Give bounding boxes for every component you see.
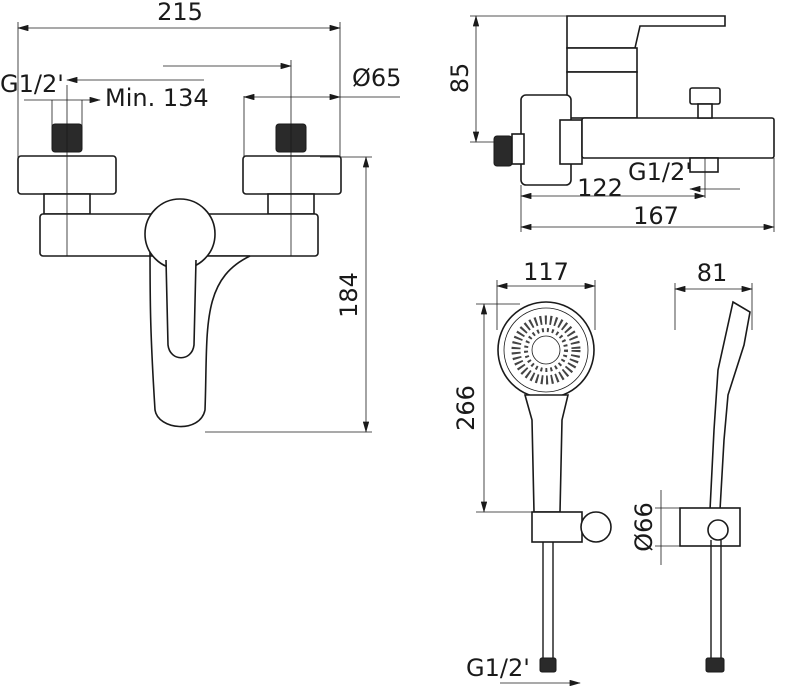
- diverter-button: [689, 87, 721, 105]
- side-width-label: 81: [697, 259, 728, 287]
- hand-shower-front: 117 266 G1/2': [452, 258, 612, 687]
- outlet-depth-label: 122: [577, 174, 623, 202]
- side-view: 85 G1/2' 122 167: [446, 15, 775, 232]
- side-lever: [566, 15, 726, 49]
- min-centers-label: Min. 134: [105, 84, 209, 112]
- side-body: [581, 117, 775, 159]
- front-view: 215 G1/2' Min. 134 Ø65 184: [0, 0, 401, 433]
- side-height-label: 85: [446, 63, 474, 94]
- shower-handle: [523, 394, 570, 513]
- shower-side-profile: [709, 300, 751, 511]
- hand-shower-side: 81 Ø66: [630, 259, 753, 673]
- side-thread-label: G1/2': [628, 158, 692, 186]
- head-width-label: 117: [523, 258, 569, 286]
- front-thread-label: G1/2': [0, 70, 64, 98]
- length-label: 266: [452, 385, 480, 431]
- right-escutcheon: [242, 155, 342, 195]
- hose-thread-label: G1/2': [466, 654, 530, 682]
- hose-nut: [539, 657, 557, 673]
- diameter-label: Ø65: [352, 64, 401, 92]
- total-depth-label: 167: [633, 202, 679, 230]
- holder-diameter-label: Ø66: [630, 502, 658, 551]
- shower-holder: [531, 511, 583, 543]
- width-label: 215: [157, 0, 203, 26]
- height-label: 184: [335, 272, 363, 318]
- lever-handle: [144, 198, 216, 270]
- spout: [149, 239, 251, 428]
